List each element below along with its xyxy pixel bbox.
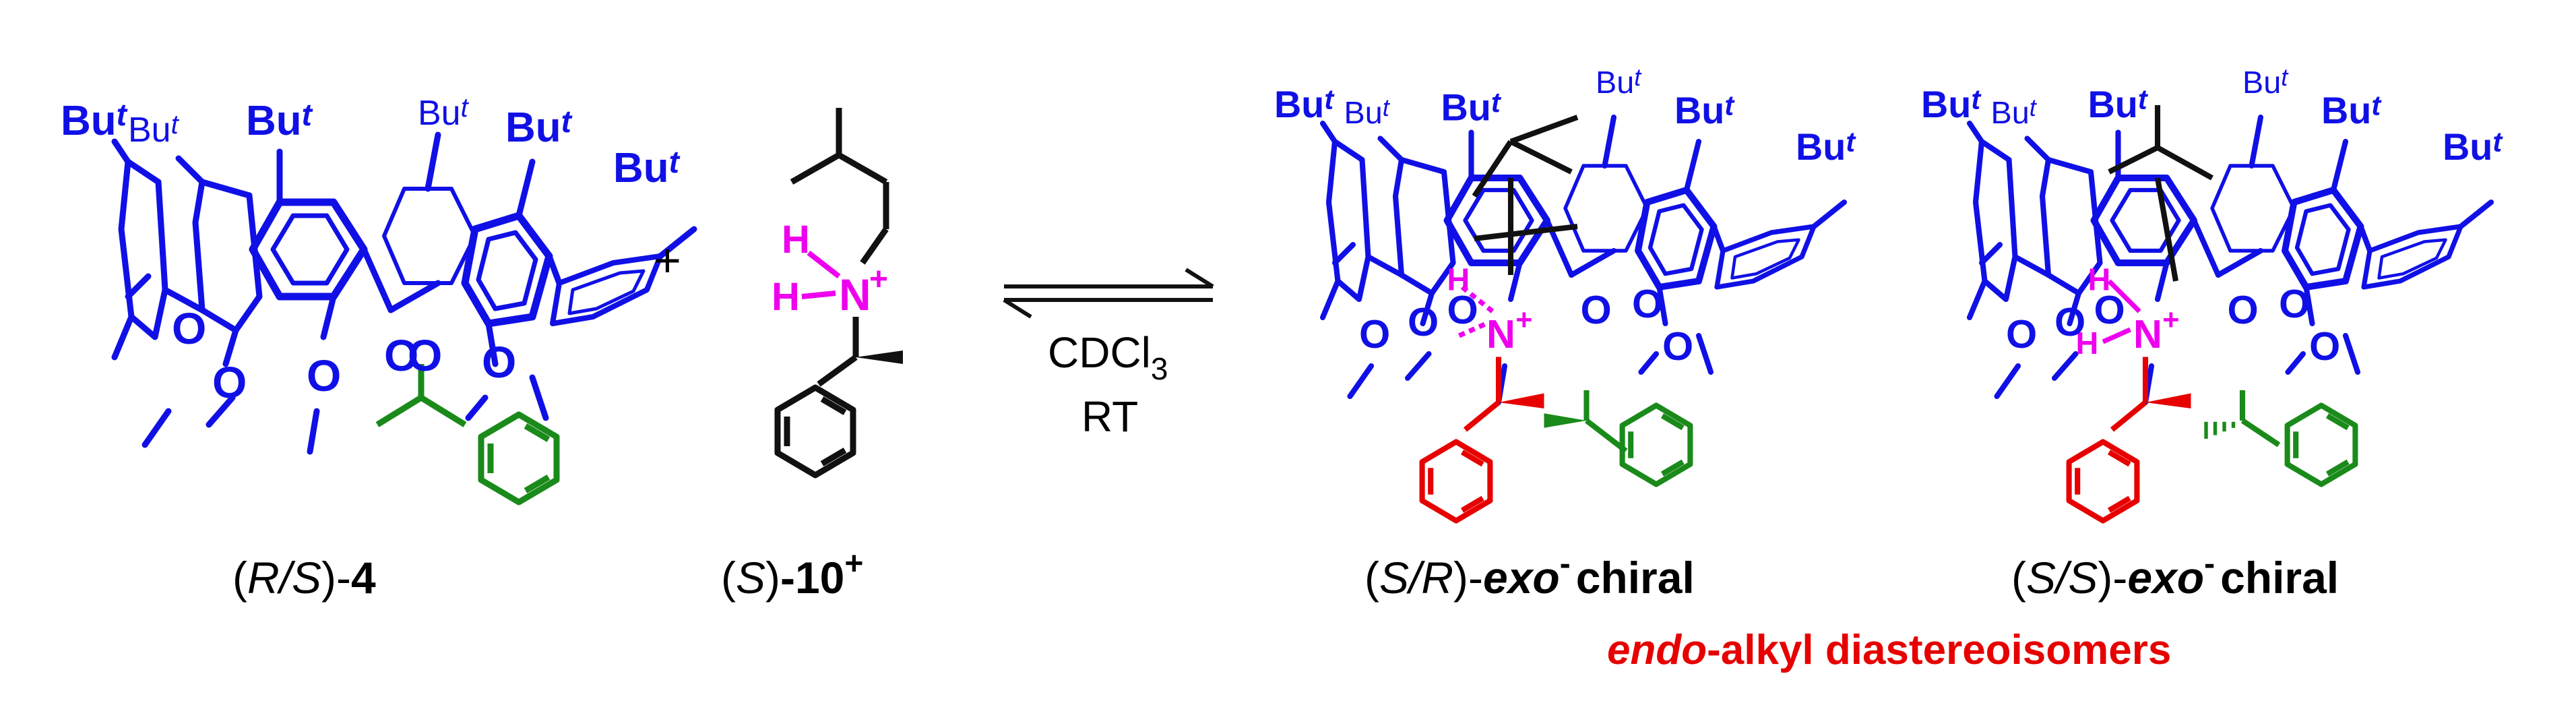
tbu-label: But (128, 110, 180, 150)
oxygen-atom: O (1581, 287, 1612, 332)
hydrogen-atom: H (782, 218, 810, 262)
plus-sign: + (654, 234, 681, 286)
tbu-label: But (2321, 89, 2382, 131)
tbu-label: But (1596, 63, 1642, 100)
hydrogen-atom: H (2088, 262, 2111, 297)
tbu-label: But (1991, 94, 2038, 130)
tbu-label: But (2088, 83, 2149, 125)
nitrogen-atom: N (2133, 311, 2162, 357)
oxygen-atom: O (1447, 287, 1478, 332)
solvent-label: CDCl3 (1048, 328, 1168, 386)
wedge-bond (1544, 413, 1587, 428)
oxygen-atom: O (2006, 311, 2037, 357)
temperature-label: RT (1081, 392, 1138, 441)
nitrogen-atom: N (1486, 311, 1515, 357)
compound-label-4: (R/S)-4 (232, 553, 376, 603)
oxygen-atom: O (2054, 299, 2085, 344)
tbu-label: But (1274, 83, 1335, 125)
positive-charge: + (869, 262, 888, 297)
oxygen-atom: O (172, 303, 206, 353)
oxygen-atom: O (1662, 324, 1693, 369)
oxygen-atom: O (384, 330, 418, 380)
guest-ammonium-10: H H N + (772, 108, 903, 475)
oxygen-atom: O (1359, 311, 1390, 357)
compound-label-10: (S)-10+ (721, 546, 863, 603)
oxygen-atom: O (307, 350, 341, 400)
oxygen-atom: O (1408, 299, 1439, 344)
tbu-label: But (1796, 125, 1856, 168)
tbu-label: But (505, 104, 573, 151)
equilibrium-arrows (1003, 268, 1214, 319)
wedge-bond (2145, 393, 2191, 408)
tbu-label: But (2242, 63, 2289, 100)
tbu-label: But (1344, 94, 1391, 130)
oxygen-atom: O (2279, 281, 2310, 326)
oxygen-atom: O (2309, 324, 2340, 369)
hashed-bond (2204, 421, 2236, 439)
oxygen-atom: O (408, 330, 442, 380)
oxygen-atom: O (1632, 281, 1663, 326)
tbu-label: But (1921, 83, 1982, 125)
phenylethyl-substituent (375, 364, 557, 502)
compound-label-SR: (S/R)-exo-chiral (1364, 546, 1695, 603)
oxygen-atom: O (2228, 287, 2259, 332)
oxygen-atom: O (2094, 287, 2125, 332)
tbu-label: But (2443, 125, 2503, 168)
wedge-bond (1499, 393, 1544, 408)
oxygen-atom: O (482, 337, 516, 387)
wedge-bond (856, 350, 903, 364)
oxygen-atom: O (212, 357, 247, 407)
hydrogen-atom: H (1447, 262, 1470, 297)
tbu-label: But (613, 144, 681, 191)
tbu-label: But (1441, 86, 1502, 129)
product-complex-SS: H H N + But But But But But But O O O (1921, 63, 2503, 520)
compound-label-SS: (S/S)-exo-chiral (2011, 546, 2339, 603)
nitrogen-atom: N (839, 270, 871, 319)
product-complex-SR: H N + But But But But But But O O O O O … (1274, 63, 1856, 520)
tbu-label: But (418, 93, 470, 133)
tbu-label: But (1674, 89, 1735, 131)
positive-charge: + (1515, 304, 1532, 336)
positive-charge: + (2162, 304, 2179, 336)
tbu-label: But (246, 97, 313, 144)
hydrogen-atom: H (772, 275, 800, 319)
diastereoisomers-caption: endo-alkyl diastereoisomers (1607, 627, 2171, 673)
tbu-label: But (61, 97, 128, 144)
reactant-host-4: But But But But But But O O O O O O (61, 93, 694, 502)
hydrogen-atom: H (2076, 326, 2099, 361)
